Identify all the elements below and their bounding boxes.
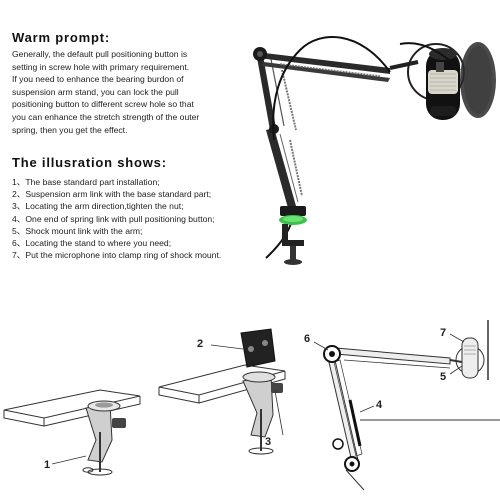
step-item: 5、Shock mount link with the arm; xyxy=(12,225,143,236)
callout-2: 2 xyxy=(197,338,203,350)
warm-prompt-line: Generally, the default pull positioning … xyxy=(12,49,188,59)
warm-prompt-line: setting in screw hole with primary requi… xyxy=(12,61,190,72)
callout-5: 5 xyxy=(440,371,446,383)
diagram-full-assembly: 6 4 7 5 xyxy=(304,320,500,491)
step-item: 3、Locating the arm direction,tighten the… xyxy=(12,201,184,212)
callout-4: 4 xyxy=(376,399,383,411)
suspension-arm-product-image xyxy=(253,36,496,265)
step-item: 6、Locating the stand to where you need; xyxy=(12,238,172,249)
illustration-steps: 1、The base standard part installation; 2… xyxy=(12,176,262,261)
warm-prompt-line: positioning button to different screw ho… xyxy=(12,99,194,110)
warm-prompt-text: Generally, the default pull positioning … xyxy=(12,48,257,136)
callout-3: 3 xyxy=(265,436,271,448)
diagram-clamp-installation: 1 xyxy=(3,389,141,476)
callout-6: 6 xyxy=(304,333,310,345)
step-item: 1、The base standard part installation; xyxy=(12,177,160,187)
warm-prompt-line: If you need to enhance the bearing burdo… xyxy=(12,74,184,85)
diagram-arm-base-link: 2 3 xyxy=(158,328,286,455)
warm-prompt-heading: Warm prompt: xyxy=(12,30,110,45)
warm-prompt-line: you can enhance the stretch strength of … xyxy=(12,111,200,122)
callout-7: 7 xyxy=(440,327,446,339)
step-item: 4、One end of spring link with pull posit… xyxy=(12,213,215,224)
callout-1: 1 xyxy=(44,459,50,471)
warm-prompt-line: spring, then you get the effect. xyxy=(12,124,128,135)
illustration-heading: The illusration shows: xyxy=(12,155,167,170)
step-item: 7、Put the microphone into clamp ring of … xyxy=(12,250,222,261)
step-item: 2、Suspension arm link with the base stan… xyxy=(12,189,212,200)
warm-prompt-line: suspension arm stand, you can lock the p… xyxy=(12,86,179,97)
